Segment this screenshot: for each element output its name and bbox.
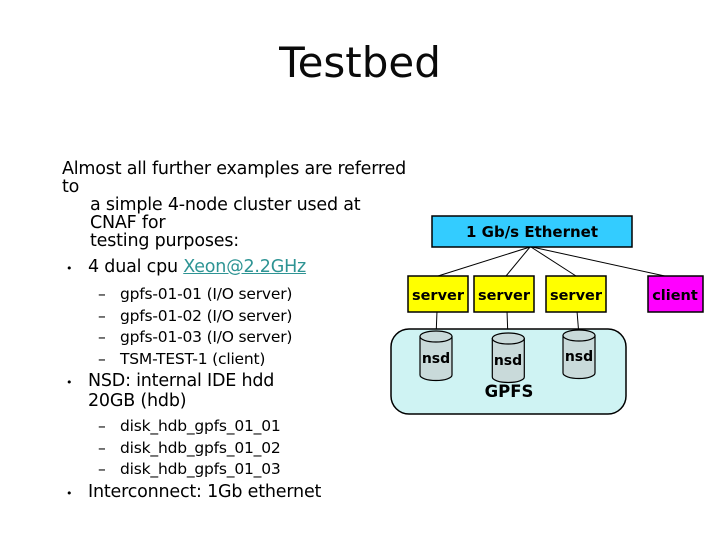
ethernet-links [435,246,675,340]
nsd-cylinder-body-2 [491,337,525,384]
nsd-cylinder-top-2 [491,332,525,345]
bullet-icon: • [66,262,73,275]
body-text: Almost all further examples are referred… [62,160,407,504]
link-line [531,246,675,279]
link-line [530,246,577,277]
server-label-1: server [412,288,465,304]
server-label-3: server [550,288,603,304]
bullet-line: NSD: internal IDE hdd [88,371,275,391]
dash-icon: – [98,328,106,346]
dash-icon: – [98,417,106,435]
intro-line-3: testing purposes: [90,231,239,251]
dash-icon: – [98,438,106,457]
dash-icon: – [98,285,106,303]
ethernet-label: 1 Gb/s Ethernet [466,223,598,241]
bullet-text: 4 dual cpu Xeon@2.2GHz [88,257,306,279]
link-line [437,246,531,277]
client-label: client [652,288,698,304]
dash-icon: – [98,460,106,478]
server-label-2: server [478,288,531,304]
list-item: – TSM-TEST-1 (client) [98,349,407,371]
nsd-cylinder-body-3 [562,334,596,380]
sub-item-text: disk_hdb_gpfs_01_02 [120,438,281,457]
link-line [505,246,531,277]
page-title: Testbed [279,38,441,87]
list-item: – gpfs-01-02 (I/O server) [98,306,407,328]
list-item: – gpfs-01-01 (I/O server) [98,284,407,306]
ethernet-box [431,215,633,248]
dash-icon: – [98,349,106,368]
bullet-text: NSD: internal IDE hdd 20GB (hdb) [88,371,274,411]
server-box-1 [407,275,469,313]
bullet-icon: • [66,486,73,500]
sub-list-disks: – disk_hdb_gpfs_01_01 – disk_hdb_gpfs_01… [62,416,407,481]
sub-item-text: disk_hdb_gpfs_01_03 [120,460,281,478]
bullet-item-cpu: • 4 dual cpu Xeon@2.2GHz [62,257,407,279]
list-item: – disk_hdb_gpfs_01_01 [98,416,407,438]
nsd-cylinders [419,329,596,384]
bullet-icon: • [66,376,73,389]
cluster-diagram: GPFS 1 Gb/s Ethernet server server serve… [390,215,704,415]
bullet-item-interconnect: • Interconnect: 1Gb ethernet [62,482,407,504]
server-box-2 [473,275,535,313]
nsd-cylinder-body-1 [419,335,453,382]
nsd-label-1: nsd [422,351,450,367]
nsd-cylinder-top-3 [562,329,596,342]
nsd-label-3: nsd [565,349,593,365]
sub-item-text: disk_hdb_gpfs_01_01 [120,417,281,435]
nsd-cylinder-top-1 [419,330,453,343]
bullet-item-nsd: • NSD: internal IDE hdd 20GB (hdb) [62,371,407,411]
sub-item-text: gpfs-01-02 (I/O server) [120,306,293,325]
sub-list-nodes: – gpfs-01-01 (I/O server) – gpfs-01-02 (… [62,284,407,370]
server-box-3 [545,275,607,313]
nsd-label-2: nsd [494,353,522,369]
gpfs-label: GPFS [485,382,534,401]
sub-item-text: gpfs-01-03 (I/O server) [120,328,293,346]
bullet-text: Interconnect: 1Gb ethernet [88,481,322,502]
xeon-link[interactable]: Xeon@2.2GHz [183,257,307,277]
bullet-line: 20GB (hdb) [88,391,187,411]
intro-line-2: a simple 4-node cluster used at CNAF for [90,195,361,233]
list-item: – disk_hdb_gpfs_01_02 [98,438,407,460]
client-box [647,275,704,313]
list-item: – disk_hdb_gpfs_01_03 [98,459,407,481]
nsd-labels: nsd nsd nsd [422,349,593,369]
sub-item-text: TSM-TEST-1 (client) [120,349,266,368]
bullet-text-pre: 4 dual cpu [88,257,184,277]
intro-line-1: Almost all further examples are referred… [62,159,407,197]
list-item: – gpfs-01-03 (I/O server) [98,327,407,349]
sub-item-text: gpfs-01-01 (I/O server) [120,285,293,303]
dash-icon: – [98,306,106,325]
